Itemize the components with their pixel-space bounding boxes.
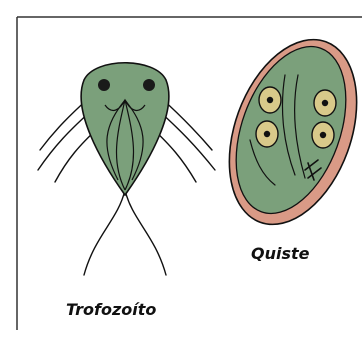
trophozoite-label: Trofozoíto	[66, 300, 156, 319]
cyst-label: Quiste	[251, 244, 310, 263]
trophozoite-figure	[38, 63, 215, 275]
trophozoite-nucleus-right	[143, 79, 155, 91]
cyst-nucleus-1	[259, 87, 281, 113]
cyst-figure	[206, 22, 362, 242]
cyst-nucleus-2	[314, 90, 336, 116]
trophozoite-body	[81, 63, 169, 195]
cyst-nucleus-3	[256, 121, 278, 147]
cyst-nucleus-4	[312, 122, 334, 148]
trophozoite-nucleus-left	[98, 79, 110, 91]
